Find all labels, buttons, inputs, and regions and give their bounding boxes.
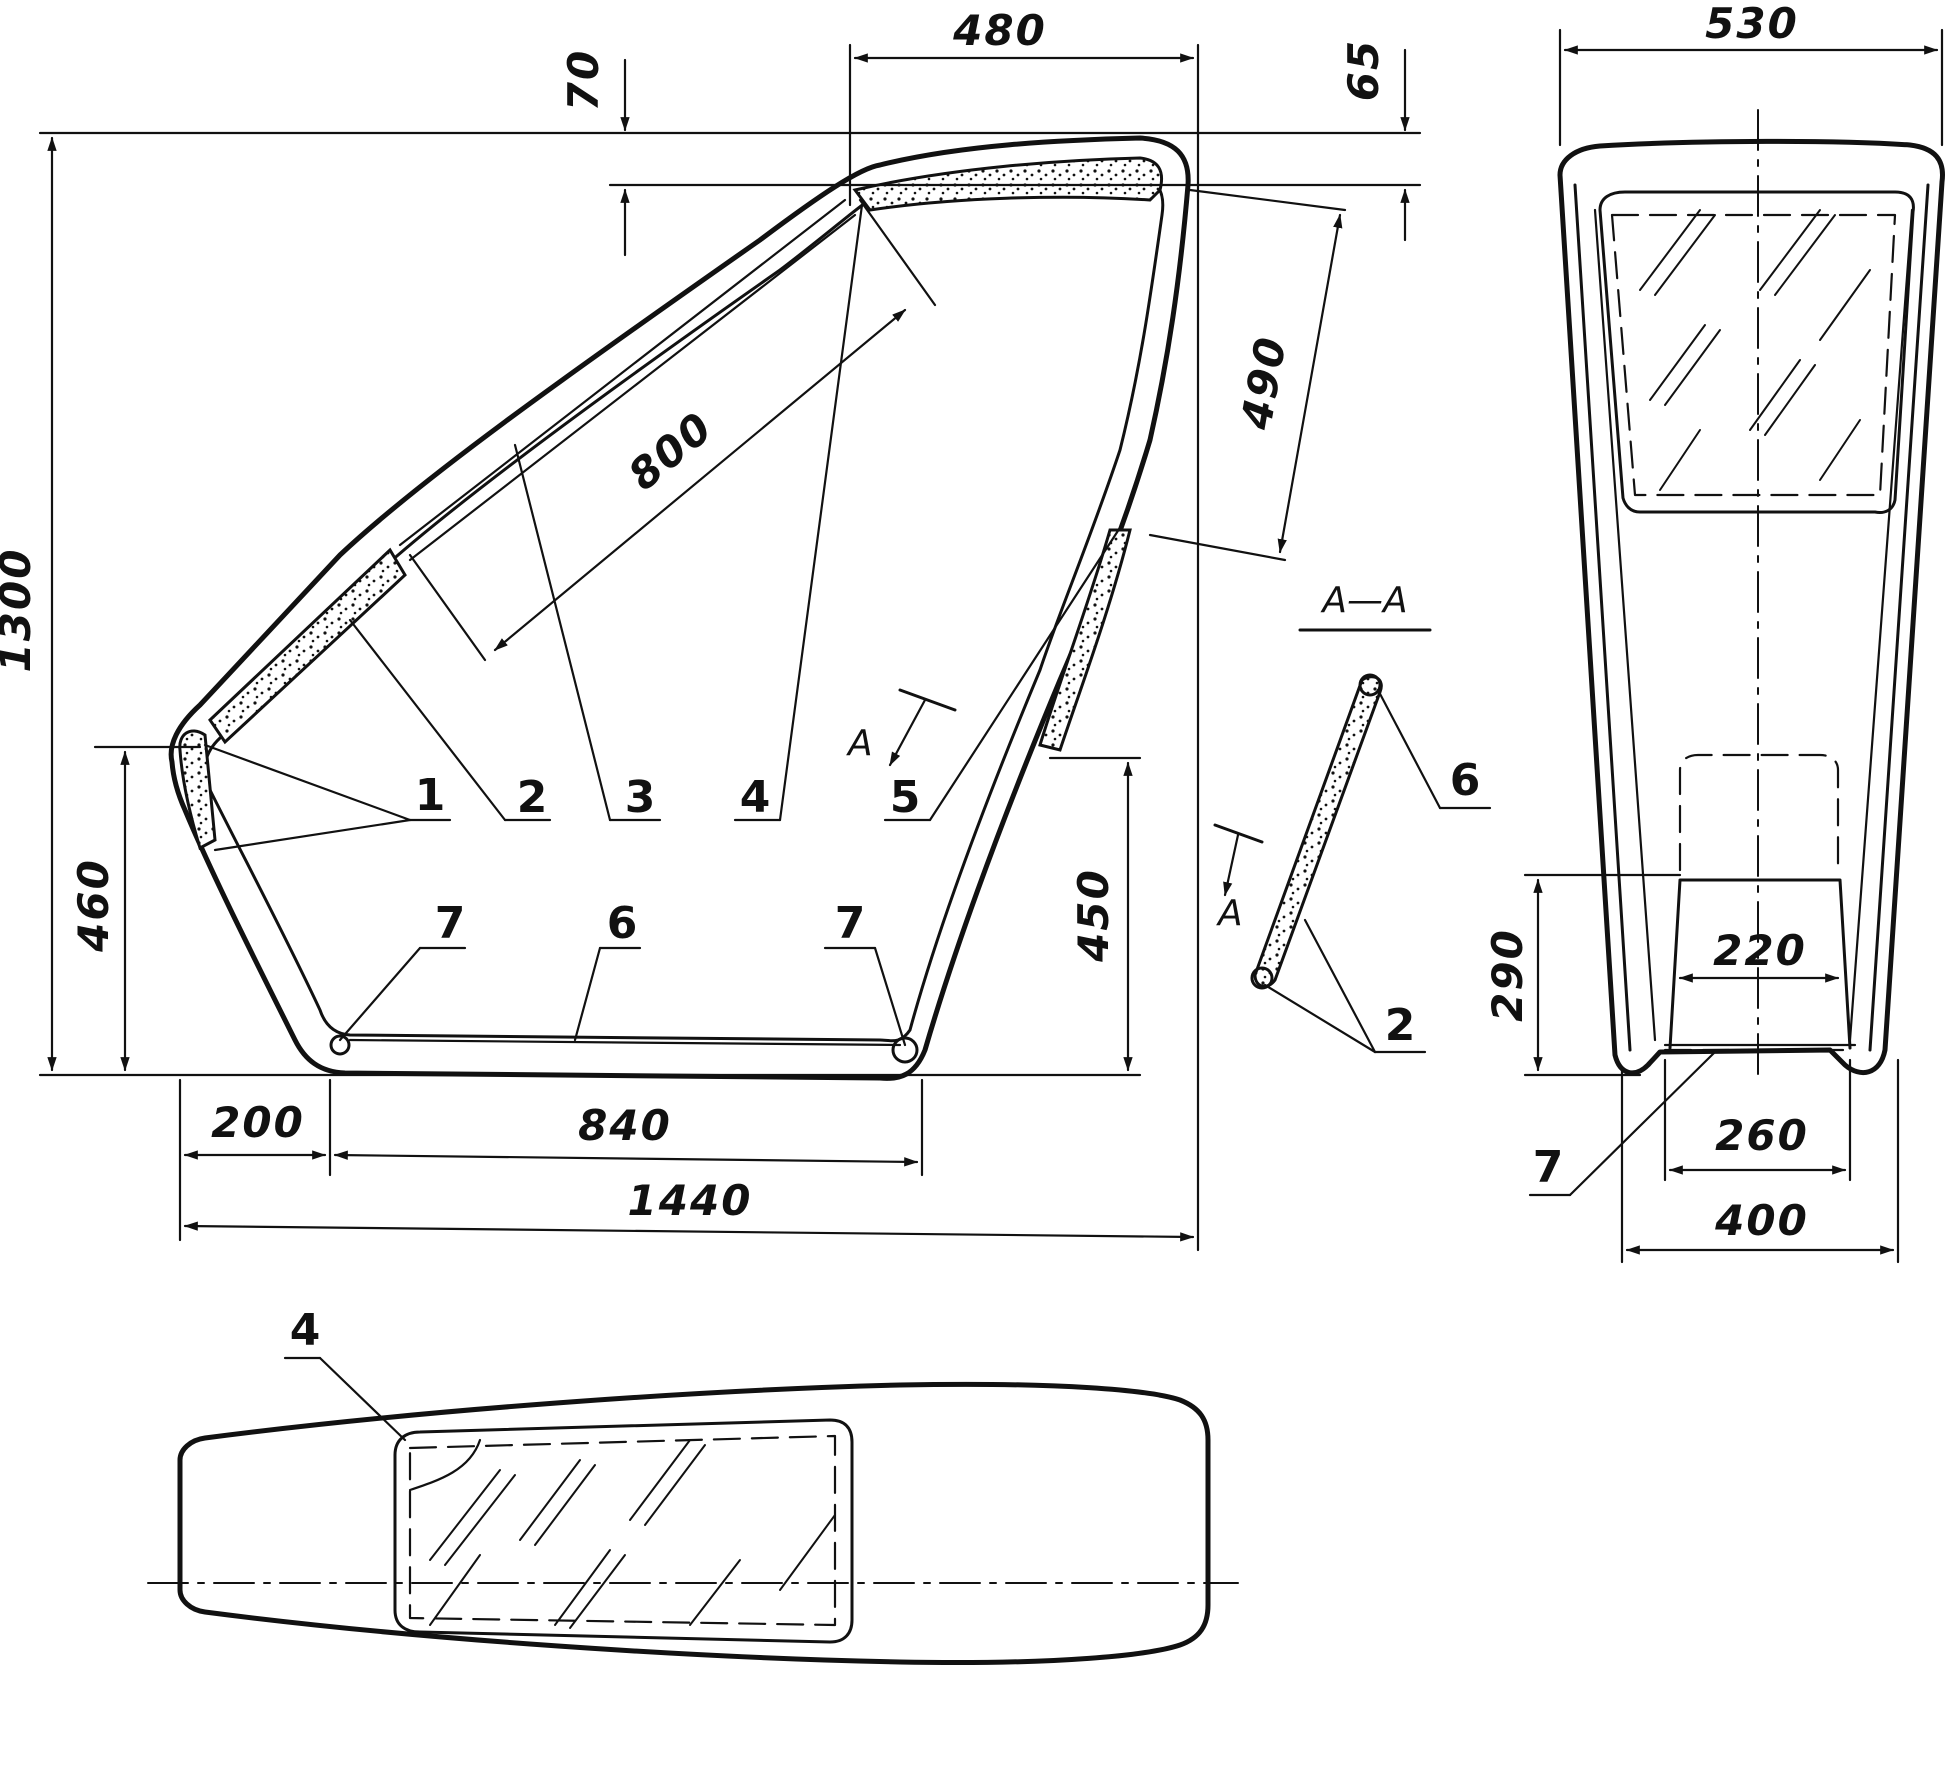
- part-label-6: 6: [607, 898, 638, 949]
- front-side-line-right: [1848, 208, 1914, 1042]
- dim-400: 400: [1714, 1196, 1809, 1245]
- joint-front: [891, 1036, 919, 1064]
- part-label-7-left: 7: [435, 898, 466, 949]
- windshield-line-2: [408, 213, 857, 562]
- dim-65: 65: [1339, 39, 1388, 101]
- part-label-7-right: 7: [835, 898, 866, 949]
- side-view: 480 70 65 490 800 1300 460 450 200 840 1…: [0, 6, 1422, 1252]
- front-view: 530 290 220 260 400 7: [1483, 0, 1946, 1264]
- top-label-4: 4: [290, 1305, 321, 1356]
- section-marker-label: A: [846, 723, 873, 764]
- part-label-1: 1: [415, 770, 446, 821]
- dim-200: 200: [211, 1098, 305, 1147]
- dim-450: 450: [1069, 868, 1118, 963]
- front-label-7: 7: [1533, 1142, 1564, 1193]
- dim-460: 460: [69, 858, 118, 953]
- top-view: 4: [147, 1305, 1239, 1666]
- section-marker-bar: [898, 688, 957, 712]
- foam-left-upper: [208, 547, 407, 745]
- front-seat: [1668, 878, 1852, 1050]
- dim-1440: 1440: [628, 1176, 753, 1225]
- section-tube: [1253, 675, 1383, 988]
- leader-3: [513, 443, 612, 822]
- dim-490: 490: [1231, 332, 1296, 434]
- dim-ext-490a: [1188, 188, 1347, 212]
- front-windshield: [1598, 190, 1915, 514]
- section-tube-end-bottom: [1250, 966, 1274, 990]
- top-windshield-inner: [408, 1434, 837, 1627]
- section-a-a: A—A 6 2 A: [1213, 580, 1492, 1054]
- top-windshield-notch: [408, 1438, 482, 1492]
- dim-290: 290: [1483, 928, 1532, 1022]
- front-outer-contour: [1557, 138, 1946, 1076]
- top-windshield: [393, 1418, 854, 1644]
- dim-840-line: [333, 1150, 919, 1167]
- front-glass-hatching: [1639, 209, 1871, 491]
- section-tube-end-top: [1358, 673, 1382, 697]
- front-seat-hidden: [1678, 753, 1840, 872]
- part-label-2: 2: [517, 772, 548, 823]
- section-label-2: 2: [1385, 1000, 1416, 1051]
- section-marker-arrow-2: [1223, 833, 1240, 897]
- front-inner-contour: [1573, 183, 1930, 1052]
- section-title: A—A: [1320, 580, 1407, 621]
- front-side-line-left: [1593, 208, 1657, 1042]
- foam-left-corner: [178, 729, 217, 851]
- part-label-4: 4: [740, 772, 771, 823]
- dim-1440-line: [183, 1221, 1195, 1242]
- leader-section-2b: [1263, 983, 1377, 1054]
- top-glass-hatching: [429, 1439, 836, 1629]
- top-leader-4: [318, 1356, 407, 1442]
- section-marker-bar-2: [1213, 823, 1264, 844]
- joint-rear: [329, 1034, 351, 1056]
- part-label-3: 3: [625, 772, 656, 823]
- leader-section-6: [1376, 688, 1442, 810]
- top-outer-contour: [177, 1381, 1211, 1666]
- dim-800-line: [493, 308, 907, 652]
- leader-7a: [338, 946, 422, 1042]
- section-marker-label-2: A: [1216, 893, 1243, 934]
- dim-1300: 1300: [0, 548, 40, 673]
- front-windshield-inner: [1610, 213, 1897, 497]
- dim-260: 260: [1715, 1111, 1809, 1160]
- dim-220: 220: [1713, 926, 1807, 975]
- part-label-5: 5: [890, 772, 921, 823]
- dim-530: 530: [1705, 0, 1799, 48]
- dim-ext-800b: [408, 553, 487, 662]
- section-label-6: 6: [1450, 755, 1481, 806]
- windshield-line: [398, 198, 847, 547]
- dim-ext-800a: [858, 198, 937, 307]
- front-leader-7: [1568, 1050, 1717, 1197]
- leader-7b: [873, 946, 907, 1047]
- leader-4: [778, 203, 864, 822]
- section-marker-arrow: [888, 698, 927, 767]
- dim-800: 800: [619, 402, 722, 500]
- dim-840: 840: [578, 1101, 672, 1150]
- dim-ext-490b: [1148, 533, 1287, 562]
- dim-490-line: [1277, 213, 1343, 554]
- leader-1a: [203, 743, 412, 822]
- leader-1b: [213, 818, 412, 852]
- bottom-tube: [348, 1038, 902, 1047]
- dim-70: 70: [559, 49, 608, 111]
- leader-section-2a: [1303, 918, 1377, 1054]
- leader-5: [928, 518, 1127, 822]
- dim-480: 480: [952, 6, 1047, 55]
- foam-right-mid: [1038, 528, 1132, 752]
- leader-2: [348, 618, 507, 822]
- leader-6: [573, 946, 602, 1042]
- side-outer-contour: [168, 135, 1191, 1081]
